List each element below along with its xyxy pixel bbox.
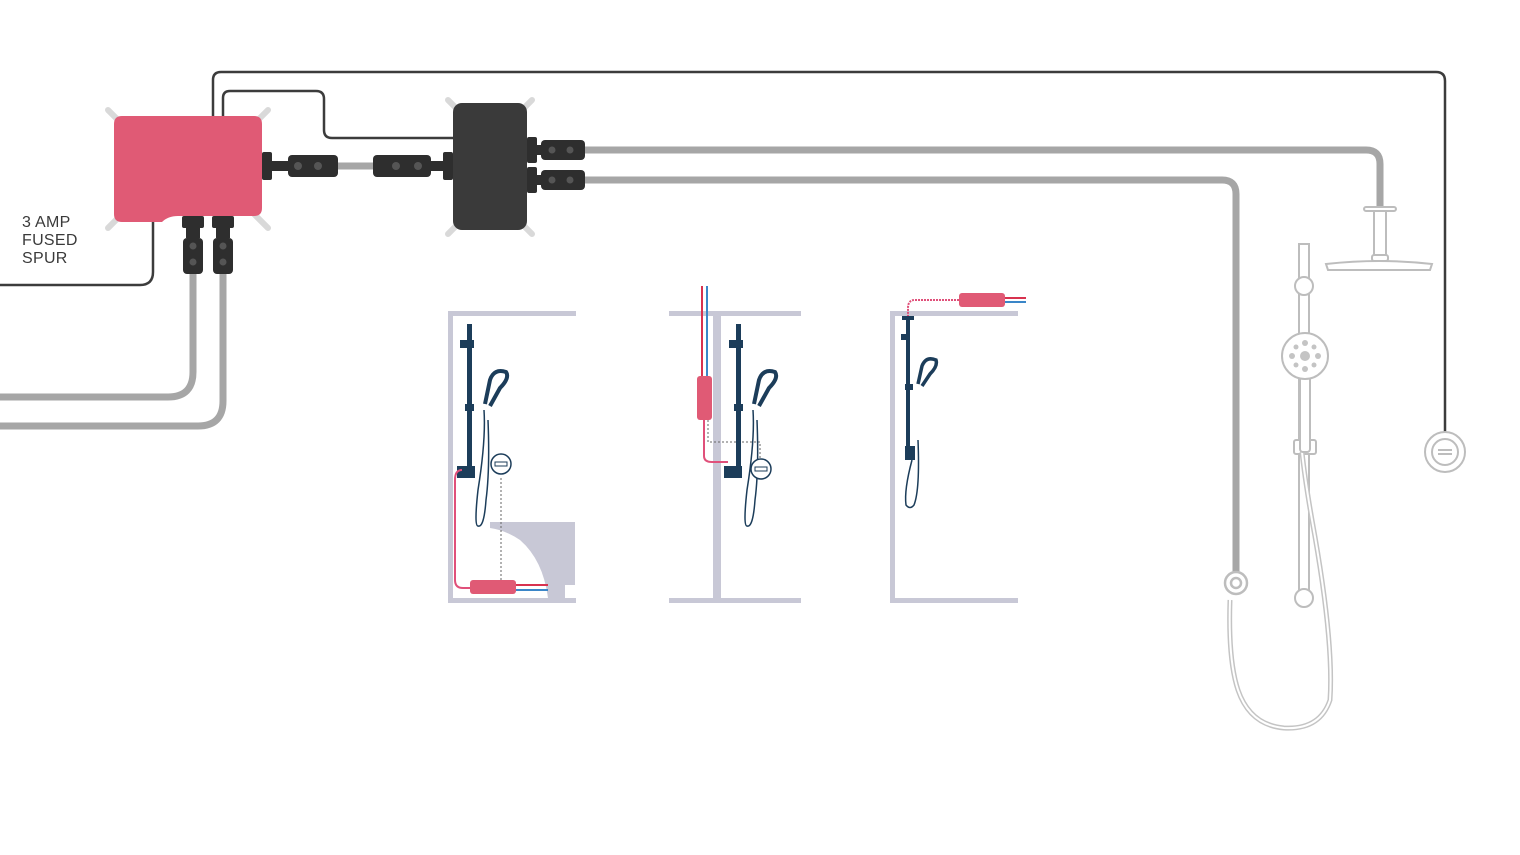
pump-unit — [105, 107, 338, 274]
supply-pipe-2 — [0, 266, 227, 430]
pump-inlet-connectors — [182, 216, 234, 274]
handset — [1281, 332, 1329, 453]
spur-label-line-3: SPUR — [22, 250, 68, 267]
hub-inlet-connector — [373, 152, 453, 180]
installation-option-2 — [669, 286, 801, 603]
data-cables — [0, 70, 1447, 432]
spur-label-line-1: 3 AMP — [22, 214, 71, 231]
pump-unit-2 — [697, 376, 712, 420]
cable-to-remote-button — [211, 70, 1447, 432]
wall-section-2 — [669, 311, 801, 603]
hub-body — [453, 103, 527, 230]
fused-spur-label: 3 AMP FUSED SPUR — [22, 214, 78, 268]
outlet-to-overhead-pipe — [576, 146, 1384, 214]
hose-1 — [454, 469, 472, 589]
pump-outlet-connector — [262, 152, 338, 180]
wall-section-3 — [890, 311, 1018, 603]
pump-unit-3 — [959, 293, 1005, 307]
supply-pipe-1 — [0, 266, 197, 401]
outlet-to-wall-pipe — [576, 176, 1240, 576]
pump-body — [114, 116, 262, 222]
bath-tub — [490, 522, 575, 598]
shower-kit-1 — [457, 324, 510, 527]
control-button-2 — [750, 458, 772, 480]
hub-outlet-connectors — [527, 137, 585, 193]
installation-option-3 — [890, 293, 1026, 603]
control-button-1 — [490, 453, 512, 475]
spur-label-line-2: FUSED — [22, 232, 78, 249]
water-pipes — [0, 146, 1384, 576]
cable-pump-to-hub — [221, 89, 455, 140]
wall-outlet — [1223, 570, 1249, 596]
installation-option-1 — [448, 311, 576, 603]
wall-section-1 — [448, 311, 576, 603]
wall-control-button — [1424, 431, 1466, 473]
ceiling-shower-head — [1324, 206, 1434, 271]
control-hub — [373, 97, 585, 237]
pump-unit-1 — [470, 580, 516, 594]
shower-kit-2 — [724, 324, 779, 527]
fused-spur-cable — [0, 222, 155, 287]
shower-kit-3 — [901, 316, 939, 509]
